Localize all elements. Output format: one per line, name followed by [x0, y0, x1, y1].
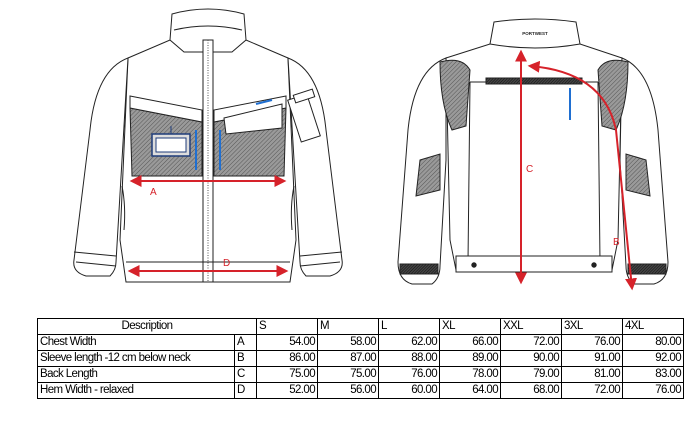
row-value: 78.00 — [439, 366, 501, 383]
row-value: 83.00 — [622, 366, 684, 383]
row-code: B — [234, 350, 257, 367]
back-right-cuff — [627, 263, 667, 275]
back-hem-band — [455, 255, 613, 273]
row-label: Sleeve length -12 cm below neck — [37, 350, 235, 367]
row-value: 60.00 — [378, 382, 440, 399]
front-left-cuff — [73, 251, 117, 267]
row-value: 76.00 — [561, 334, 623, 351]
front-accent-trim-pocket — [255, 99, 273, 105]
back-view — [397, 18, 669, 291]
row-code: D — [234, 382, 257, 399]
back-left-cuff — [399, 263, 439, 275]
row-value: 76.00 — [378, 366, 440, 383]
back-right-elbow-panel — [625, 153, 651, 197]
label-a: A — [150, 187, 157, 198]
header-size-3xl: 3XL — [561, 318, 623, 335]
measure-line-b — [527, 60, 638, 291]
header-description: Description — [37, 318, 257, 335]
front-side-pocket-right — [290, 185, 295, 231]
row-label: Hem Width - relaxed — [37, 382, 235, 399]
front-side-pocket-left — [121, 185, 126, 231]
front-collar-line — [173, 25, 243, 31]
header-size-xl: XL — [439, 318, 501, 335]
row-label: Chest Width — [37, 334, 235, 351]
row-value: 72.00 — [500, 334, 562, 351]
back-left-shoulder-panel — [439, 59, 471, 131]
row-code: C — [234, 366, 257, 383]
row-value: 56.00 — [317, 382, 379, 399]
row-value: 54.00 — [256, 334, 318, 351]
row-value: 89.00 — [439, 350, 501, 367]
row-value: 81.00 — [561, 366, 623, 383]
row-value: 75.00 — [317, 366, 379, 383]
row-value: 79.00 — [500, 366, 562, 383]
table-header-row: Description S M L XL XXL 3XL 4XL — [37, 318, 684, 335]
row-value: 72.00 — [561, 382, 623, 399]
header-size-s: S — [256, 318, 318, 335]
back-left-elbow-panel — [415, 153, 441, 197]
row-value: 75.00 — [256, 366, 318, 383]
front-right-sleeve — [287, 57, 343, 277]
row-value: 52.00 — [256, 382, 318, 399]
row-value: 76.00 — [622, 382, 684, 399]
label-b: B — [613, 237, 620, 248]
back-vent-hatch — [485, 77, 583, 85]
row-value: 87.00 — [317, 350, 379, 367]
label-d: D — [223, 258, 230, 269]
front-collar — [169, 8, 247, 53]
back-collar — [489, 18, 581, 49]
row-value: 80.00 — [622, 334, 684, 351]
jacket-technical-drawing: A D PORTWEST C B — [73, 8, 669, 291]
row-value: 68.00 — [500, 382, 562, 399]
back-brand-label: PORTWEST — [522, 31, 548, 36]
row-value: 64.00 — [439, 382, 501, 399]
header-size-xxl: XXL — [500, 318, 562, 335]
row-value: 88.00 — [378, 350, 440, 367]
front-view — [73, 8, 343, 283]
header-size-l: L — [378, 318, 440, 335]
row-value: 91.00 — [561, 350, 623, 367]
row-value: 92.00 — [622, 350, 684, 367]
row-label: Back Length — [37, 366, 235, 383]
row-value: 86.00 — [256, 350, 318, 367]
row-value: 90.00 — [500, 350, 562, 367]
front-left-sleeve — [73, 57, 129, 277]
row-value: 66.00 — [439, 334, 501, 351]
row-value: 62.00 — [378, 334, 440, 351]
row-code: A — [234, 334, 257, 351]
front-chest-pocket-flap — [223, 103, 283, 135]
header-size-4xl: 4XL — [622, 318, 684, 335]
front-right-cuff — [299, 251, 343, 267]
row-value: 58.00 — [317, 334, 379, 351]
header-size-m: M — [317, 318, 379, 335]
size-chart-table: Description S M L XL XXL 3XL 4XL Chest W… — [37, 318, 684, 399]
label-c: C — [526, 164, 533, 175]
